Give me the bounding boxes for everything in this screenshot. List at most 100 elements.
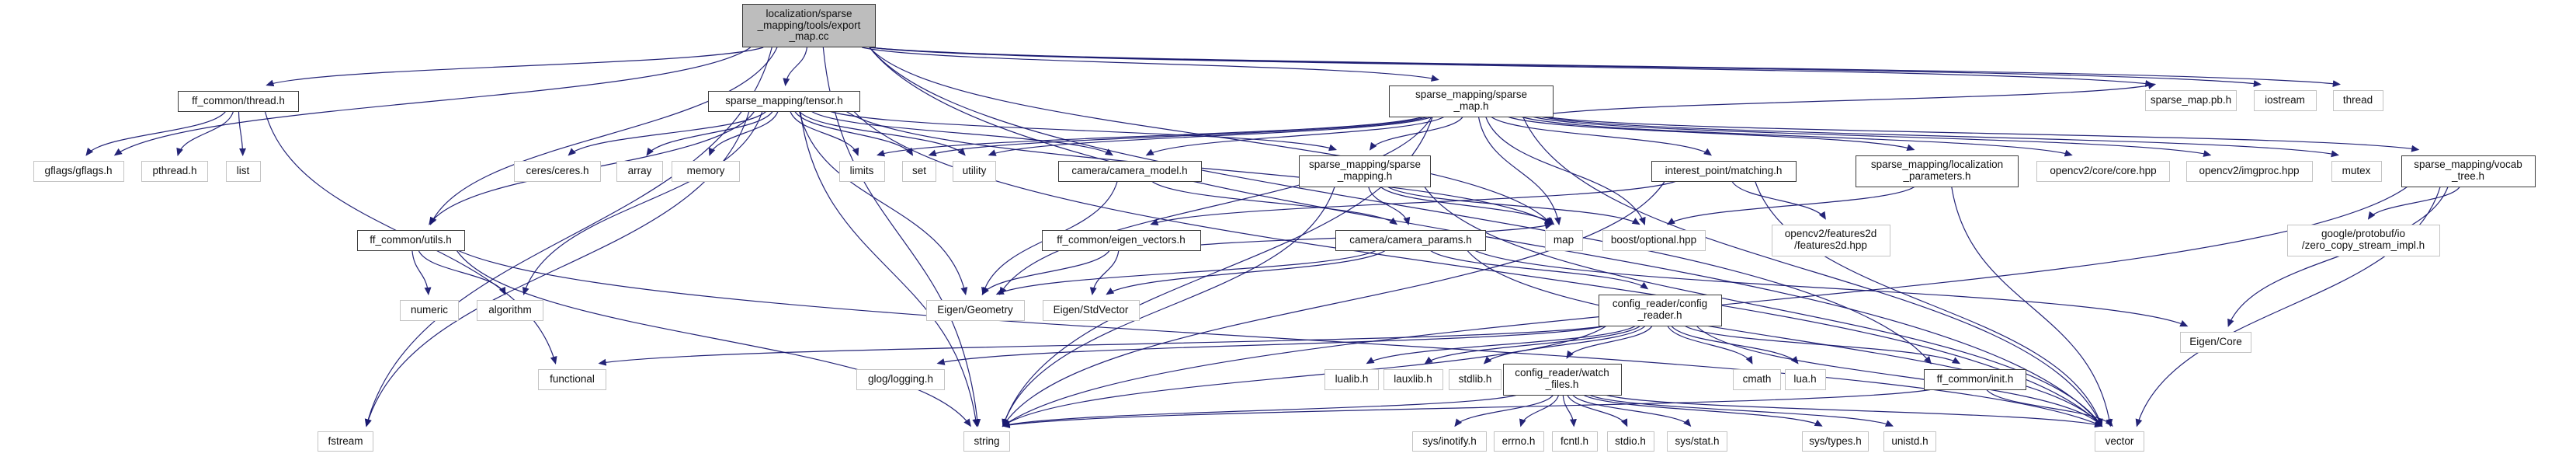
node-export-map-cc: localization/sparse _mapping/tools/expor…: [742, 4, 876, 47]
edge-sparse-mapping-vocab-tree-h--eigen-core: [2227, 187, 2449, 327]
node-cmath: cmath: [1733, 368, 1781, 390]
edge-sparse-mapping-sparse-map-h--boost-optional-hpp: [1485, 117, 1646, 225]
node-gflags-gflags-h: gflags/gflags.h: [33, 160, 124, 182]
edge-sparse-mapping-sparse-mapping-h--boost-optional-hpp: [1387, 186, 1640, 225]
node-list: list: [225, 160, 261, 182]
node-ff-common-thread-h[interactable]: ff_common/thread.h: [178, 90, 299, 112]
edge-camera-camera-params-h--eigen-core: [1474, 249, 2189, 327]
edge-sparse-mapping-sparse-map-h--mutex: [1542, 116, 2340, 158]
edge-config-reader-config-reader-h--lualib-h: [1366, 325, 1636, 365]
node-sys-inotify-h: sys/inotify.h: [1412, 431, 1487, 452]
edge-export-map-cc--ff-common-utils-h: [429, 47, 778, 225]
node-thread: thread: [2332, 89, 2383, 111]
node-config-reader-watch-files-h[interactable]: config_reader/watch _files.h: [1502, 363, 1622, 396]
edge-ff-common-utils-h--algorithm: [418, 250, 506, 295]
edge-sparse-mapping-sparse-map-h--opencv2-imgproc-hpp: [1533, 116, 2212, 157]
node-google-protobuf-zero-copy-stream-impl-h: google/protobuf/io /zero_copy_stream_imp…: [2286, 224, 2440, 256]
node-numeric: numeric: [400, 299, 459, 321]
edge-interest-point-matching-h--ff-common-eigen-vectors-h: [1150, 180, 1676, 225]
edge-config-reader-watch-files-h--string: [1002, 394, 1516, 428]
edge-config-reader-config-reader-h--functional: [598, 325, 1605, 366]
edge-ff-common-init-h--vector: [1986, 389, 2113, 427]
edge-sparse-mapping-vocab-tree-h--vector: [2135, 187, 2441, 427]
node-stdio-h: stdio.h: [1606, 431, 1654, 452]
edge-config-reader-watch-files-h--errno-h: [1519, 395, 1560, 427]
edge-export-map-cc--map: [869, 47, 1553, 225]
edge-config-reader-watch-files-h--sys-inotify-h: [1454, 395, 1554, 427]
edge-sparse-mapping-sparse-map-h--utility: [988, 116, 1432, 156]
edge-sparse-mapping-sparse-map-h--camera-camera-model-h: [1145, 116, 1445, 156]
edge-sparse-mapping-tensor-h--set: [794, 111, 914, 156]
edge-sparse-mapping-localization-parameters-h--boost-optional-hpp: [1666, 186, 1915, 225]
node-config-reader-config-reader-h[interactable]: config_reader/config _reader.h: [1598, 294, 1722, 326]
node-sys-stat-h: sys/stat.h: [1667, 431, 1727, 452]
node-ff-common-init-h[interactable]: ff_common/init.h: [1924, 368, 2026, 390]
node-sparse-mapping-localization-parameters-h[interactable]: sparse_mapping/localization _parameters.…: [1856, 155, 2019, 187]
edge-export-map-cc--sparse-mapping-sparse-map-h: [862, 47, 1439, 82]
node-camera-camera-params-h[interactable]: camera/camera_params.h: [1335, 229, 1486, 251]
edge-interest-point-matching-h--opencv2-features2d-features2d-hpp: [1731, 181, 1826, 220]
node-array: array: [616, 160, 663, 182]
edge-sparse-mapping-tensor-h--memory: [708, 111, 779, 156]
node-lauxlib-h: lauxlib.h: [1383, 368, 1443, 390]
edge-sparse-mapping-tensor-h--ceres-ceres-h: [568, 111, 767, 156]
edge-sparse-mapping-sparse-map-h--map: [1477, 117, 1561, 226]
node-iostream: iostream: [2253, 89, 2317, 111]
node-opencv2-core-core-hpp: opencv2/core/core.hpp: [2036, 160, 2170, 182]
edge-sparse-mapping-sparse-map-h--sparse-mapping-localization-parameters-h: [1508, 116, 1915, 152]
node-fstream: fstream: [318, 431, 373, 452]
edge-sparse-mapping-sparse-mapping-h--map: [1380, 187, 1555, 225]
edge-export-map-cc--iostream: [869, 47, 2262, 88]
edge-config-reader-config-reader-h--lauxlib-h: [1424, 326, 1640, 365]
node-utility: utility: [953, 160, 996, 182]
node-unistd-h: unistd.h: [1883, 431, 1936, 452]
edge-config-reader-watch-files-h--vector: [1606, 394, 2103, 428]
node-lua-h: lua.h: [1784, 368, 1826, 390]
edge-camera-camera-params-h--eigen-geometry: [995, 249, 1377, 295]
edge-export-map-cc--sparse-map-pb-h: [869, 47, 2154, 87]
node-sparse-mapping-tensor-h[interactable]: sparse_mapping/tensor.h: [708, 90, 860, 112]
node-sparse-map-pb-h: sparse_map.pb.h: [2145, 89, 2237, 111]
edge-config-reader-watch-files-h--sys-stat-h: [1572, 395, 1692, 427]
edge-ff-common-eigen-vectors-h--eigen-stdvector: [1089, 250, 1120, 296]
edge-ff-common-utils-h--vector: [458, 249, 2103, 427]
edge-ff-common-eigen-vectors-h--eigen-geometry: [981, 250, 1110, 295]
node-set: set: [902, 160, 936, 182]
node-functional: functional: [538, 368, 606, 390]
edge-export-map-cc--thread: [869, 47, 2342, 88]
node-sys-types-h: sys/types.h: [1802, 431, 1869, 452]
node-fcntl-h: fcntl.h: [1551, 431, 1598, 452]
node-sparse-mapping-vocab-tree-h[interactable]: sparse_mapping/vocab _tree.h: [2401, 155, 2536, 187]
edge-sparse-mapping-sparse-map-h--opencv2-core-core-hpp: [1521, 116, 2073, 157]
node-pthread-h: pthread.h: [141, 160, 208, 182]
node-errno-h: errno.h: [1493, 431, 1544, 452]
node-ff-common-eigen-vectors-h[interactable]: ff_common/eigen_vectors.h: [1041, 229, 1201, 251]
node-interest-point-matching-h[interactable]: interest_point/matching.h: [1651, 160, 1797, 182]
node-sparse-mapping-sparse-map-h[interactable]: sparse_mapping/sparse _map.h: [1389, 85, 1554, 117]
node-eigen-stdvector: Eigen/StdVector: [1042, 299, 1140, 321]
edge-camera-camera-params-h--eigen-stdvector: [1106, 249, 1386, 295]
node-camera-camera-model-h[interactable]: camera/camera_model.h: [1057, 160, 1202, 182]
edge-config-reader-config-reader-h--glog-logging-h: [936, 325, 1605, 365]
node-ceres-ceres-h: ceres/ceres.h: [514, 160, 601, 182]
edge-config-reader-config-reader-h--config-reader-watch-files-h: [1566, 326, 1653, 359]
edge-sparse-mapping-localization-parameters-h--vector: [1951, 187, 2113, 427]
edge-ff-common-utils-h--string: [456, 250, 971, 427]
edge-sparse-mapping-sparse-mapping-h--camera-camera-params-h: [1368, 187, 1411, 225]
edge-ff-common-thread-h--list: [238, 111, 246, 157]
node-memory: memory: [672, 160, 740, 182]
edge-config-reader-config-reader-h--lua-h: [1671, 326, 1799, 365]
edge-ff-common-init-h--string: [1002, 389, 1931, 429]
edge-sparse-mapping-tensor-h--camera-camera-model-h: [811, 110, 1114, 156]
node-vector: vector: [2095, 431, 2144, 452]
node-sparse-mapping-sparse-mapping-h[interactable]: sparse_mapping/sparse _mapping.h: [1299, 155, 1431, 187]
node-lualib-h: lualib.h: [1324, 368, 1379, 390]
edge-camera-camera-params-h--config-reader-config-reader-h: [1430, 250, 1649, 290]
node-ff-common-utils-h[interactable]: ff_common/utils.h: [356, 229, 465, 251]
edge-config-reader-watch-files-h--sys-types-h: [1583, 394, 1823, 427]
edge-sparse-mapping-sparse-map-h--limits: [877, 116, 1423, 157]
edge-export-map-cc--sparse-mapping-tensor-h: [783, 47, 808, 87]
edge-sparse-mapping-sparse-map-h--sparse-mapping-vocab-tree-h: [1547, 116, 2420, 152]
